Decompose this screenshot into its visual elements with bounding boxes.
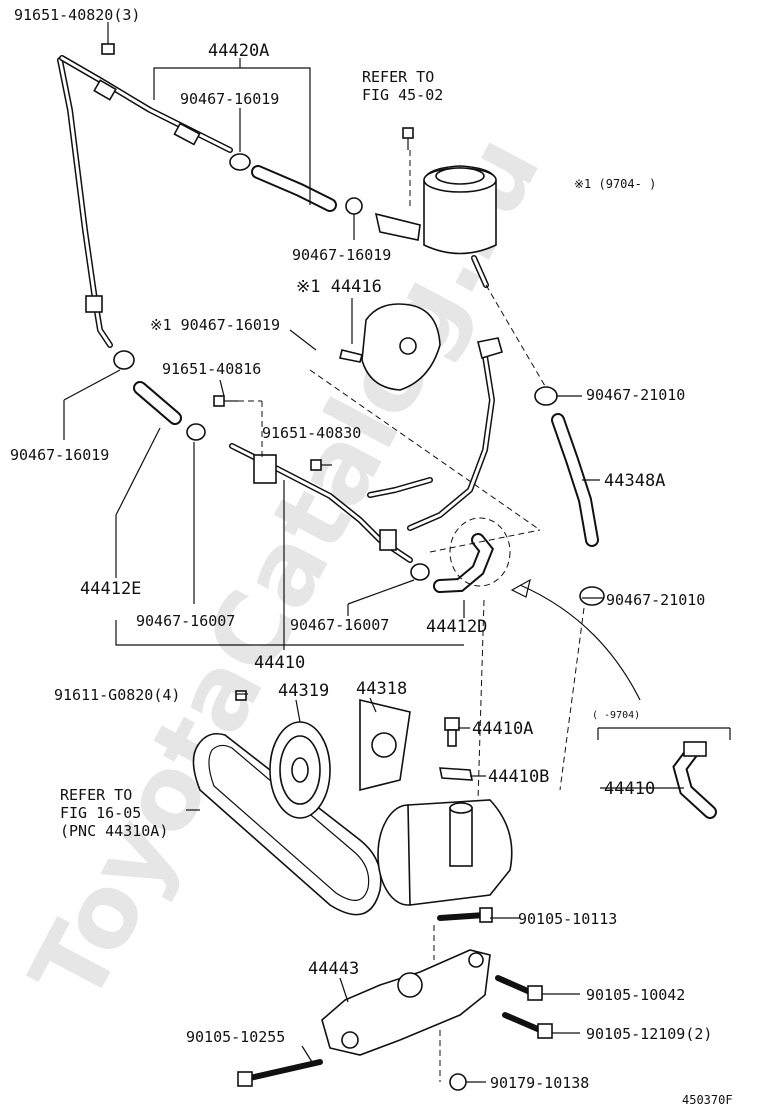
pressure-pipe-bracket [57, 55, 233, 348]
pulley-plate [359, 698, 411, 792]
label-91611-G0820: 91611-G0820(4) [54, 686, 180, 704]
label-90179-10138: 90179-10138 [490, 1074, 589, 1092]
pressure-hose [407, 337, 503, 531]
label-refer-to: REFER TO [362, 68, 434, 86]
return-hose-44420A [229, 153, 363, 215]
label-90467-16007-b: 90467-16007 [290, 616, 389, 634]
figure-code: 450370F [682, 1093, 733, 1107]
pump-bracket [321, 949, 491, 1056]
label-44410-inset: 44410 [604, 779, 655, 799]
label-90105-10113: 90105-10113 [518, 910, 617, 928]
suction-hose-44348A [534, 386, 605, 606]
drive-belt [192, 732, 382, 916]
label-90467-16019-d: 90467-16019 [10, 446, 109, 464]
hose-clamp-icon [113, 350, 206, 441]
label-44416: ※1 44416 [296, 277, 382, 297]
pressure-tube-44410 [229, 443, 433, 563]
label-44420A: 44420A [208, 41, 269, 61]
label-91651-40830: 91651-40830 [262, 424, 361, 442]
label-90467-21010-a: 90467-21010 [586, 386, 685, 404]
label-90467-16019-b: 90467-16019 [292, 246, 391, 264]
label-90105-12109: 90105-12109(2) [586, 1025, 712, 1043]
label-44410B: 44410B [488, 767, 549, 787]
label-90467-16019-c: ※1 90467-16019 [150, 316, 280, 334]
pump-housing [339, 303, 441, 391]
bolt-icon [237, 907, 553, 1091]
return-hose-44412D [410, 517, 511, 593]
label-pnc-44310A: (PNC 44310A) [60, 822, 168, 840]
bolt-icon [101, 30, 115, 55]
label-44410A: 44410A [472, 719, 533, 739]
label-91651-40816: 91651-40816 [162, 360, 261, 378]
bolt-icon [213, 395, 332, 471]
label-44412E: 44412E [80, 579, 141, 599]
pump-body [377, 799, 513, 906]
label-90105-10255: 90105-10255 [186, 1028, 285, 1046]
leader-lines [63, 22, 684, 1083]
label-90467-16019-a: 90467-16019 [180, 90, 279, 108]
label-90467-16007-a: 90467-16007 [136, 612, 235, 630]
label-note-2: ( -9704) [592, 710, 640, 721]
label-44412D: 44412D [426, 617, 487, 637]
label-fig-16-05: FIG 16-05 [60, 804, 141, 822]
label-44443: 44443 [308, 959, 359, 979]
label-fig-45-02: FIG 45-02 [362, 86, 443, 104]
callout-arrow [519, 584, 641, 701]
label-90467-21010-b: 90467-21010 [606, 591, 705, 609]
reservoir-tank [374, 127, 497, 288]
label-91651-40820: 91651-40820(3) [14, 6, 140, 24]
label-refer-to-2: REFER TO [60, 786, 132, 804]
label-90105-10042: 90105-10042 [586, 986, 685, 1004]
inset-detail [597, 727, 731, 819]
label-44348A: 44348A [604, 471, 665, 491]
pump-pulley [269, 721, 331, 819]
label-note-1: ※1 (9704- ) [574, 177, 656, 191]
label-44319: 44319 [278, 681, 329, 701]
label-44318: 44318 [356, 679, 407, 699]
bolt-icon [235, 690, 473, 781]
label-44410: 44410 [254, 653, 305, 673]
